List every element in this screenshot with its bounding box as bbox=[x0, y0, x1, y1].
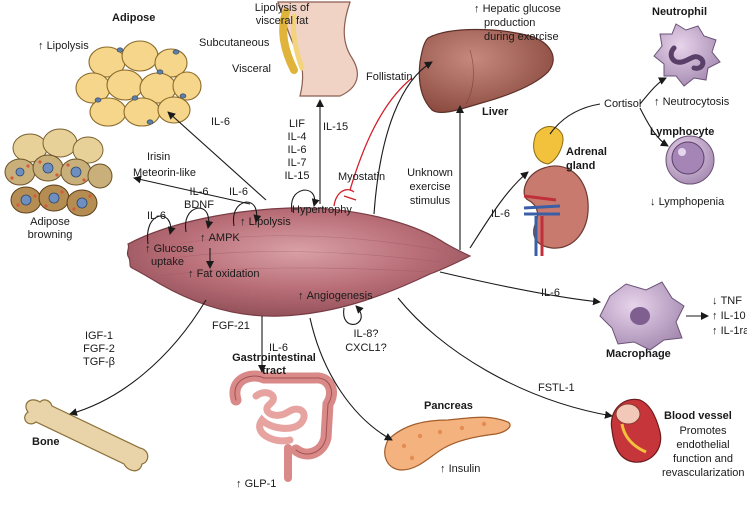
pancreas-title: Pancreas bbox=[424, 400, 473, 412]
muscle-lipolysis-label: Lipolysis bbox=[240, 216, 291, 229]
neutrophil-icon bbox=[653, 23, 721, 87]
il6-glucose-label: IL-6 bbox=[147, 210, 166, 222]
bone-factors-label: IGF-1 FGF-2 TGF-β bbox=[83, 330, 115, 368]
browning-adipose-icon bbox=[4, 128, 113, 217]
macrophage-icon bbox=[599, 281, 685, 351]
fgf21-label: FGF-21 bbox=[212, 320, 250, 332]
subcutaneous-label: Subcutaneous bbox=[199, 37, 270, 49]
il6-macrophage-label: IL-6 bbox=[541, 287, 560, 299]
il8-cxcl1-label: IL-8? CXCL1? bbox=[345, 328, 387, 354]
insulin-label: Insulin bbox=[440, 463, 481, 476]
il6-adipose-label: IL-6 bbox=[211, 116, 230, 128]
il6-lipolysis-label: IL-6 bbox=[229, 186, 248, 198]
lymphocyte-title: Lymphocyte bbox=[650, 126, 715, 138]
bone-title: Bone bbox=[32, 436, 60, 448]
glp1-label: GLP-1 bbox=[236, 478, 277, 491]
il15-label: IL-15 bbox=[323, 121, 349, 133]
myostatin-label: Myostatin bbox=[338, 171, 386, 183]
lif-cytokines-label: LIF IL-4 IL-6 IL-7 IL-15 bbox=[284, 118, 310, 182]
fstl1-label: FSTL-1 bbox=[538, 382, 575, 394]
blood-vessel-effect: Promotes endothelial function and revasc… bbox=[662, 425, 745, 479]
follistatin-label: Follistatin bbox=[366, 71, 413, 83]
bone-icon bbox=[24, 399, 149, 472]
cortisol-label: Cortisol bbox=[604, 98, 642, 110]
adipose-title: Adipose bbox=[112, 12, 156, 24]
visceral-fat-title: Lipolysis of visceral fat bbox=[254, 2, 310, 27]
il6-adrenal-label: IL-6 bbox=[491, 208, 510, 220]
gi-title: Gastrointestinal tract bbox=[232, 352, 316, 377]
angiogenesis-label: Angiogenesis bbox=[298, 290, 373, 303]
waist-fat-icon bbox=[277, 1, 358, 97]
blood-vessel-icon bbox=[610, 398, 662, 463]
pancreas-icon bbox=[384, 416, 511, 471]
liver-icon bbox=[418, 28, 554, 114]
blood-vessel-title: Blood vessel bbox=[664, 410, 732, 422]
macrophage-title: Macrophage bbox=[606, 348, 671, 360]
inhibitory-arrows bbox=[333, 77, 413, 207]
adipose-cells-icon bbox=[75, 40, 202, 127]
hypertrophy-label: Hypertrophy bbox=[292, 204, 352, 216]
glucose-uptake-label: Glucose uptake bbox=[145, 243, 194, 269]
adrenal-kidney-icon bbox=[523, 126, 589, 256]
ampk-label: AMPK bbox=[200, 232, 240, 245]
adipose-browning-label: Adipose browning bbox=[27, 216, 73, 241]
neutrophil-title: Neutrophil bbox=[652, 6, 707, 18]
liver-title: Liver bbox=[482, 106, 509, 118]
adipose-lipolysis: Lipolysis bbox=[38, 40, 89, 53]
neutrocytosis-label: Neutrocytosis bbox=[654, 96, 730, 109]
fat-oxidation-label: Fat oxidation bbox=[188, 268, 260, 281]
meteorin-label: Meteorin-like bbox=[133, 167, 196, 179]
lymphopenia-label: Lymphopenia bbox=[650, 196, 725, 209]
gi-tract-icon bbox=[229, 370, 337, 482]
lymphocyte-icon bbox=[665, 135, 715, 185]
il6-bdnf-label: IL-6 BDNF bbox=[184, 186, 214, 211]
adrenal-title: Adrenal gland bbox=[566, 146, 607, 172]
hepatic-glucose-label: Hepatic glucose production during exerci… bbox=[474, 2, 561, 44]
il6-gi-label: IL-6 bbox=[269, 342, 288, 354]
visceral-label: Visceral bbox=[232, 63, 271, 75]
irisin-label: Irisin bbox=[147, 151, 171, 163]
pathway-arrows bbox=[69, 61, 709, 441]
macrophage-effects: TNF IL-10 IL-1ra bbox=[712, 294, 747, 339]
unknown-stimulus-label: Unknown exercise stimulus bbox=[407, 167, 453, 207]
